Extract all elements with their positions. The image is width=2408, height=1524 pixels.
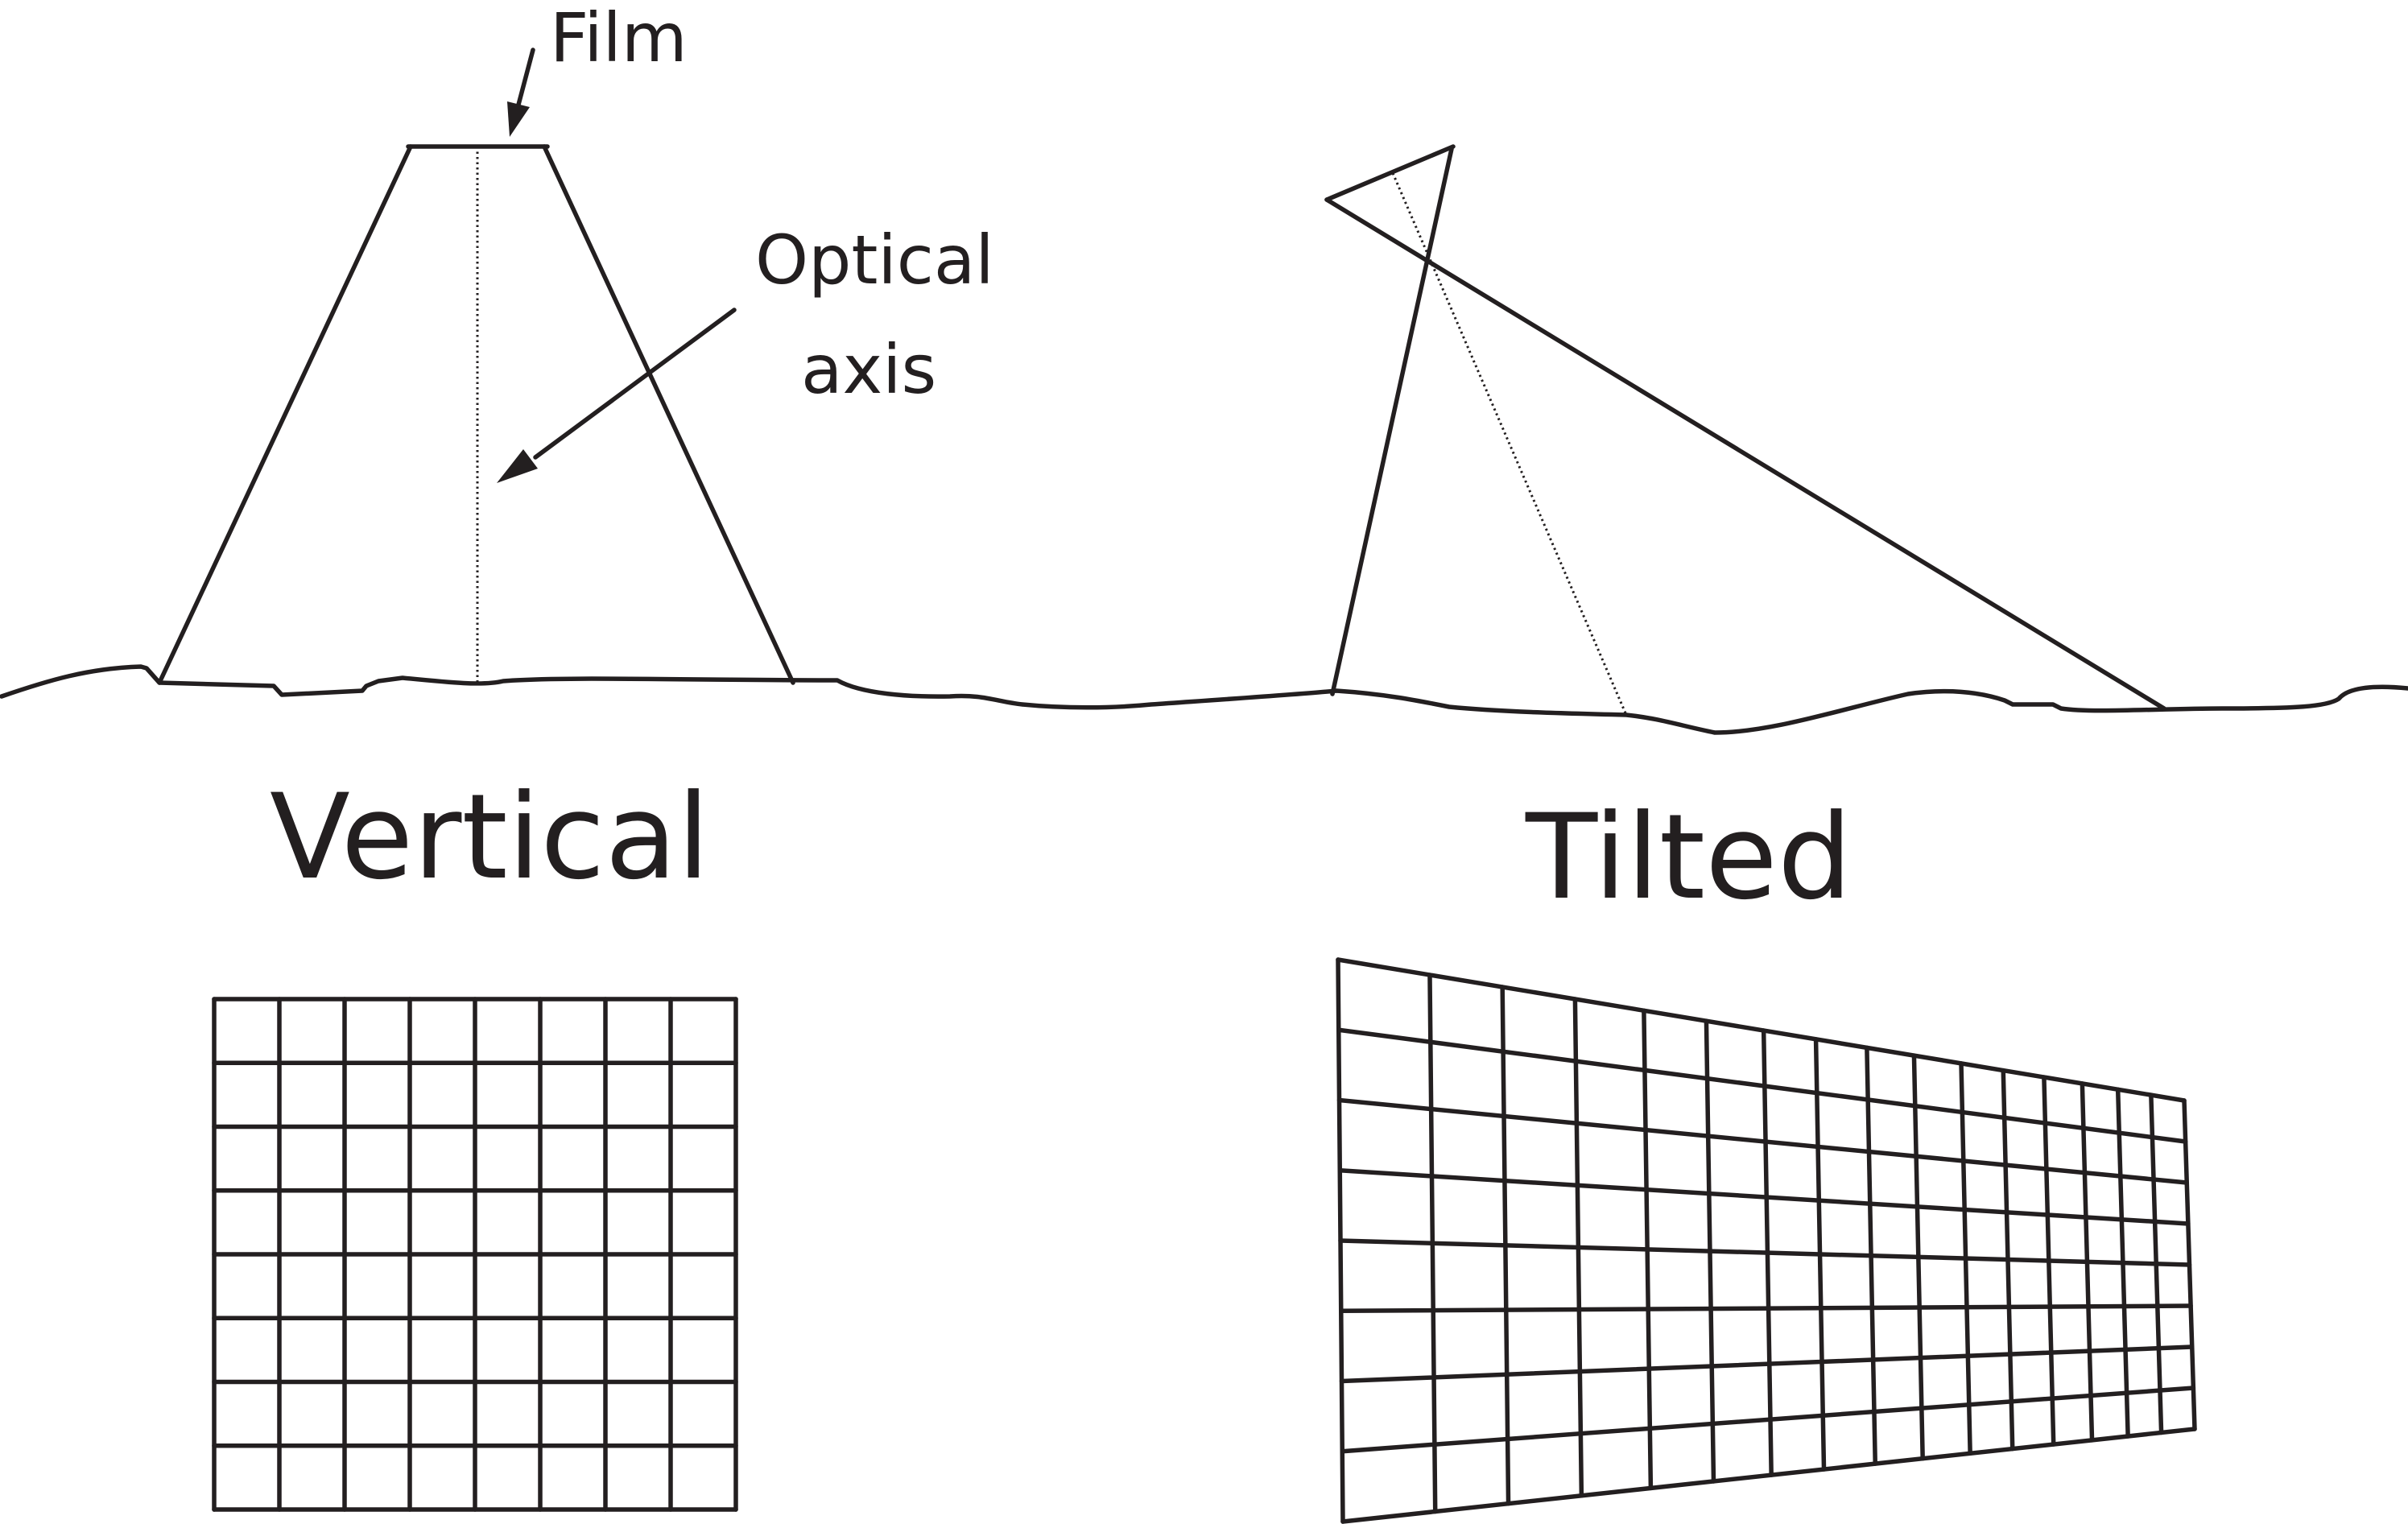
tilted-grid-row-line bbox=[1336, 1027, 2188, 1144]
tilted-film-plane bbox=[1324, 144, 1456, 202]
tilted-grid-row-line bbox=[1336, 1097, 2189, 1185]
vertical-grid bbox=[212, 997, 738, 1512]
tilted-grid-row-line bbox=[1337, 1168, 2191, 1226]
tilted-grid-row-line bbox=[1338, 1238, 2192, 1267]
tilted-grid-row-line bbox=[1336, 957, 2187, 1103]
tilted-grid bbox=[1336, 957, 2197, 1524]
vertical-camera bbox=[157, 144, 795, 685]
tilted-camera bbox=[1324, 144, 2166, 716]
tilted-grid-row-line bbox=[1340, 1427, 2197, 1524]
vertical-ray-right bbox=[542, 144, 795, 685]
tilted-grid-row-line bbox=[1340, 1386, 2196, 1454]
tilted-optical-axis bbox=[1391, 172, 1628, 716]
film-label: Film bbox=[550, 0, 688, 77]
vertical-title: Vertical bbox=[270, 769, 710, 906]
vertical-ray-left bbox=[157, 144, 413, 685]
optical-axis-label-line1: Optical bbox=[755, 221, 994, 299]
optical-axis-arrow bbox=[497, 308, 737, 483]
tilted-grid-row-line bbox=[1339, 1303, 2193, 1313]
tilted-title: Tilted bbox=[1525, 789, 1852, 926]
tilted-grid-row-line bbox=[1339, 1344, 2195, 1384]
film-arrow bbox=[507, 47, 535, 137]
tilted-ray-right bbox=[1324, 197, 2166, 711]
ground-line bbox=[0, 664, 2408, 735]
optical-axis-label-line2: axis bbox=[801, 330, 936, 409]
tilted-ray-left bbox=[1330, 147, 1454, 696]
